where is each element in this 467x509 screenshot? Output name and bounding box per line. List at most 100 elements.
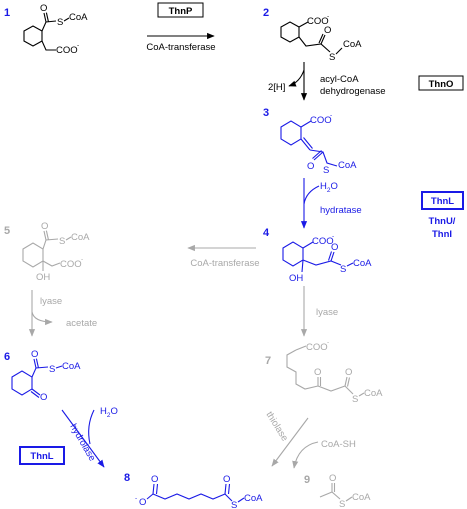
compound-5-number: 5: [4, 225, 10, 237]
compound-2-ring: [280, 21, 300, 43]
thno-box: [418, 75, 464, 91]
water-h-2: H2O: [100, 406, 118, 419]
compound-6-coa: CoA: [62, 361, 81, 372]
compound-2-number: 2: [263, 7, 269, 19]
compound-4-ring: [282, 241, 304, 267]
compound-5-oxygen: O: [41, 221, 48, 232]
cotransferase-top-label: CoA-transferase: [146, 42, 215, 53]
step-hydrolase: H2O hydrolase ThnL: [19, 406, 118, 468]
lyase-right-label: lyase: [316, 307, 338, 318]
acetate-label: acetate: [66, 318, 97, 329]
thiolase-branch: [292, 441, 319, 469]
compound-3-ring: [280, 120, 302, 146]
compound-4-chain: [302, 259, 342, 266]
compound-2-charge: -: [327, 13, 329, 20]
compound-8-coa: CoA: [244, 493, 263, 504]
two-h-label: 2[H]: [268, 82, 285, 93]
compound-4: 4 COO - OH O S CoA: [263, 227, 372, 284]
arrow-6-to-8: [61, 409, 105, 468]
compound-4-charge: -: [332, 233, 334, 240]
compound-8-oxygen-anion: O: [139, 497, 146, 508]
compound-5-ring: [22, 242, 44, 268]
compound-3-carboxylate: COO: [310, 115, 332, 126]
compound-5-coa: CoA: [71, 232, 90, 243]
compound-6-number: 6: [4, 351, 10, 363]
compound-5-carboxylate: COO: [60, 259, 82, 270]
compound-6-oxygen-2: O: [40, 392, 47, 403]
acetate-branch: [31, 311, 53, 326]
compound-5-acid-chain: [42, 260, 61, 267]
step-thnp: ThnP CoA-transferase: [146, 2, 216, 53]
compound-9-coa: CoA: [352, 492, 371, 503]
compound-9-oxygen: O: [329, 473, 336, 484]
compound-3: 3 COO - O S CoA: [263, 107, 357, 176]
compound-3-charge: -: [330, 112, 332, 119]
lyase-left-label: lyase: [40, 296, 62, 307]
compound-8-charge: -: [135, 495, 137, 502]
compound-5: 5 O S CoA OH COO -: [4, 221, 90, 283]
compound-6-sulfur: S: [49, 364, 55, 375]
compound-7-oxygen-2: O: [345, 367, 352, 378]
compound-7-carboxylate: COO: [306, 342, 328, 353]
compound-1-carboxylate: COO: [56, 45, 78, 56]
compound-4-oxygen: O: [331, 242, 338, 253]
cotransferase-mid-label: CoA-transferase: [190, 258, 259, 269]
compound-1-charge: -: [77, 42, 79, 49]
hydrolase-label: hydrolase: [67, 422, 97, 463]
arrow-7-to-8: [271, 417, 309, 467]
compound-7-charge: -: [327, 339, 329, 346]
water-h: H2O: [320, 181, 338, 194]
compound-7-chain: [286, 349, 319, 390]
compound-6-ring: [11, 370, 33, 396]
compound-8-sulfur: S: [231, 500, 237, 509]
compound-2-chain: [298, 36, 331, 53]
compound-2-oxygen: O: [324, 25, 331, 36]
compound-7-number: 7: [265, 355, 271, 367]
compound-8-oxygen-1: O: [151, 474, 158, 485]
compound-8-oxygen-2: O: [223, 474, 230, 485]
compound-6: 6 O S CoA O: [4, 349, 81, 403]
compound-7-chain-2: [317, 385, 346, 392]
step-cotransferase-mid: CoA-transferase: [187, 244, 260, 269]
compound-4-number: 4: [263, 227, 270, 239]
compound-8: 8 O - O O S CoA: [124, 472, 263, 509]
compound-3-sulfur: S: [323, 165, 329, 176]
compound-2-carboxylate: COO: [307, 16, 329, 27]
compound-1-sulfur: S: [57, 17, 63, 28]
compound-1-coa: CoA: [69, 12, 88, 23]
compound-3-number: 3: [263, 107, 269, 119]
thno-label: ThnO: [429, 79, 454, 90]
thnu-label: ThnU/: [429, 216, 456, 227]
compound-8-chain: [152, 493, 226, 500]
compound-9-chain: [319, 491, 341, 500]
step-thiolase: thiolase CoA-SH: [263, 410, 356, 469]
arrow-2h-branch: [288, 69, 305, 87]
thnl-top-box: [421, 191, 464, 210]
compound-7: 7 COO - O O S CoA: [265, 339, 383, 405]
thnp-box: [157, 2, 204, 18]
compound-7-oxygen-1: O: [314, 367, 321, 378]
compound-7-coa: CoA: [364, 388, 383, 399]
thnl-top-label: ThnL: [431, 196, 454, 207]
compound-6-oxygen-1: O: [31, 349, 38, 360]
compound-1-ring: [23, 25, 43, 47]
step-lyase-left: lyase acetate: [28, 290, 97, 337]
thnl-bottom-box: [19, 446, 65, 465]
compound-4-coa: CoA: [353, 258, 372, 269]
compound-5-thioester-bond: [42, 238, 59, 250]
step-hydratase: H2O hydratase ThnL ThnU/ ThnI: [300, 178, 464, 240]
compound-5-sulfur: S: [59, 236, 65, 247]
compound-1-number: 1: [4, 7, 10, 19]
step-lyase-right: lyase: [300, 286, 338, 337]
compound-4-hydroxyl: OH: [289, 273, 303, 284]
compound-3-chain: [309, 149, 338, 167]
compound-3-oxygen: O: [307, 161, 314, 172]
compound-9-number: 9: [304, 474, 310, 486]
thni-label: ThnI: [432, 229, 452, 240]
coa-sh-label: CoA-SH: [321, 439, 356, 450]
compound-9: 9 O S CoA: [304, 473, 371, 509]
compound-6-thioester-bond: [31, 366, 49, 378]
dehydrogenase-label: dehydrogenase: [320, 86, 386, 97]
compound-1-oxygen: O: [40, 3, 47, 14]
